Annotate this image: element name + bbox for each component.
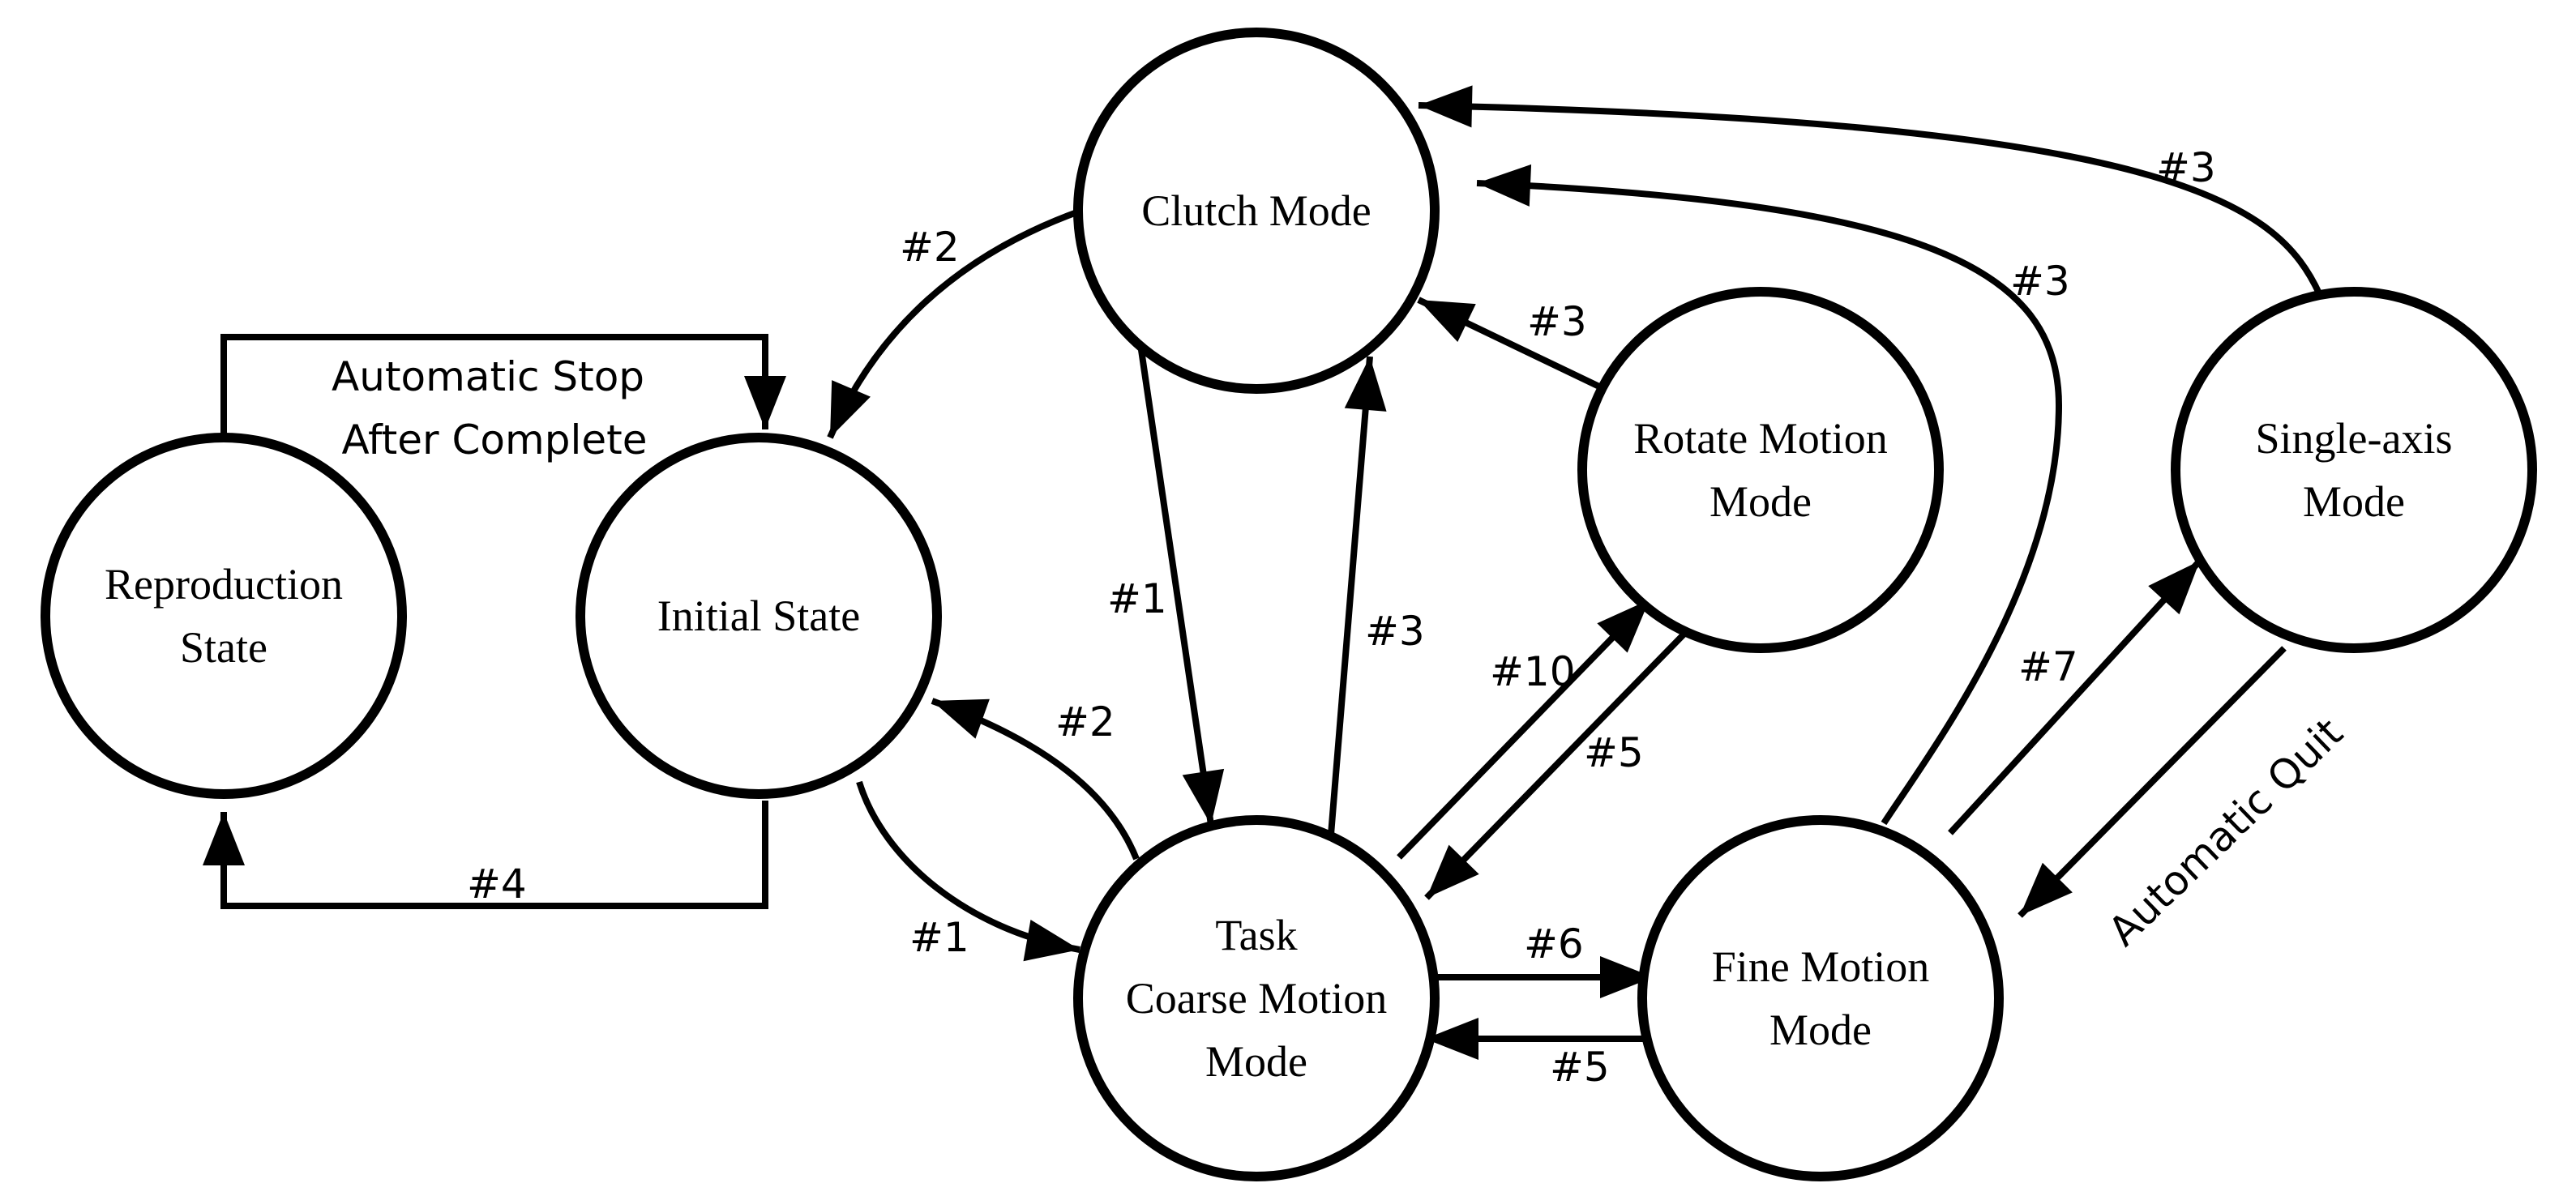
state-label-line: Initial State [657,592,860,640]
edge-rotate-to-clutch-arrowhead [1419,300,1476,342]
state-clutch: Clutch Mode [1073,28,1440,394]
label-task-to-initial: #2 [1055,698,1115,745]
edge-task-to-clutch [1328,356,1387,835]
transition-edges [203,85,2323,1060]
edge-rotate-to-task-line [1424,630,1688,900]
edge-single-to-clutch-arrowhead [1419,85,1473,128]
edge-initial-to-reproduction [203,801,768,909]
label-task-to-clutch: #3 [1365,608,1425,655]
state-label-line: Coarse Motion [1126,974,1387,1023]
state-initial: Initial State [576,433,942,799]
state-label-line: Rotate Motion [1633,414,1887,463]
state-label-line: Fine Motion [1712,942,1930,991]
state-label-line: Reproduction [105,560,343,609]
edge-clutch-to-task [1138,349,1225,826]
state-label-line: Mode [1769,1006,1872,1054]
edge-clutch-to-task-line [1138,349,1214,826]
edge-single-to-fine [2018,646,2287,918]
state-label-line: Clutch Mode [1141,186,1371,235]
edge-initial-to-reproduction-arrowhead [203,812,245,865]
edge-fine-to-clutch-line [1476,180,2063,826]
state-task-circle [1073,815,1440,1181]
label-task-to-fine: #6 [1524,920,1584,967]
edge-fine-to-clutch [1476,164,2063,826]
edge-fine-to-clutch-arrowhead [1477,164,1532,207]
edge-initial-to-task-line [856,780,1080,953]
label-task-to-rotate: #10 [1490,648,1576,695]
edge-clutch-to-initial-arrowhead [830,380,871,438]
state-label-line: State [180,623,267,672]
state-single-axis-circle [2171,287,2537,653]
state-label-line: Task [1215,911,1297,959]
label-clutch-to-initial: #2 [900,224,960,271]
automatic-stop-line-1: Automatic Stop [332,353,644,400]
edge-initial-to-task [856,780,1080,962]
edge-task-to-initial-arrowhead [932,698,990,739]
edge-fine-to-task [1425,1018,1645,1060]
label-initial-to-task: #1 [909,914,969,961]
state-label-line: Mode [1205,1037,1307,1086]
edge-clutch-to-initial [827,207,1083,439]
state-clutch-circle [1073,28,1440,394]
edge-single-to-fine-line [2018,646,2287,918]
edge-reproduction-to-initial-arrowhead [744,376,786,429]
edge-rotate-to-task-arrowhead [1427,844,1479,898]
automatic-stop-line-2: After Complete [342,416,648,463]
state-fine-circle [1637,815,2004,1181]
edge-initial-to-task-arrowhead [1023,920,1080,962]
edge-fine-to-single-arrowhead [2148,561,2200,615]
edge-task-to-clutch-line [1328,356,1373,835]
edge-task-to-rotate-arrowhead [1597,600,1650,653]
edge-single-to-fine-arrowhead [2020,862,2073,916]
label-clutch-to-task: #1 [1107,575,1167,622]
label-single-to-clutch: #3 [2156,144,2216,191]
edge-task-to-fine-arrowhead [1600,956,1654,998]
label-fine-to-clutch: #3 [2010,258,2070,305]
label-fine-to-task: #5 [1550,1044,1610,1091]
edge-reproduction-to-initial [220,334,786,438]
label-initial-to-reproduction: #4 [467,861,527,908]
state-label-line: Single-axis [2256,414,2453,463]
state-initial-label: Initial State [657,592,860,640]
edge-task-to-fine [1433,956,1654,998]
state-clutch-label: Clutch Mode [1141,186,1371,235]
label-rotate-to-clutch: #3 [1527,298,1587,345]
label-fine-to-single: #7 [2018,643,2078,690]
edge-fine-to-single-line [1948,558,2202,835]
edge-task-to-rotate-line [1397,597,1652,860]
edge-task-to-rotate [1397,597,1652,860]
state-label-line: Mode [1709,477,1812,526]
state-rotate-circle [1577,287,1944,653]
label-automatic-stop: Automatic Stop After Complete [332,353,657,463]
edge-task-to-initial [931,698,1140,861]
edge-fine-to-task-arrowhead [1425,1018,1478,1060]
edge-task-to-clutch-arrowhead [1344,357,1387,412]
edge-single-to-clutch [1418,85,2323,297]
edge-rotate-to-task [1424,630,1688,900]
edge-fine-to-single [1948,558,2202,835]
edge-single-to-clutch-line [1418,102,2323,297]
label-automatic-quit: Automatic Quit [2099,709,2351,955]
edge-rotate-to-clutch [1417,297,1623,400]
state-reproduction-circle [41,433,407,799]
edge-clutch-to-task-arrowhead [1182,768,1225,825]
state-label-line: Mode [2303,477,2405,526]
state-initial-circle [576,433,942,799]
label-rotate-to-task: #5 [1584,729,1644,776]
